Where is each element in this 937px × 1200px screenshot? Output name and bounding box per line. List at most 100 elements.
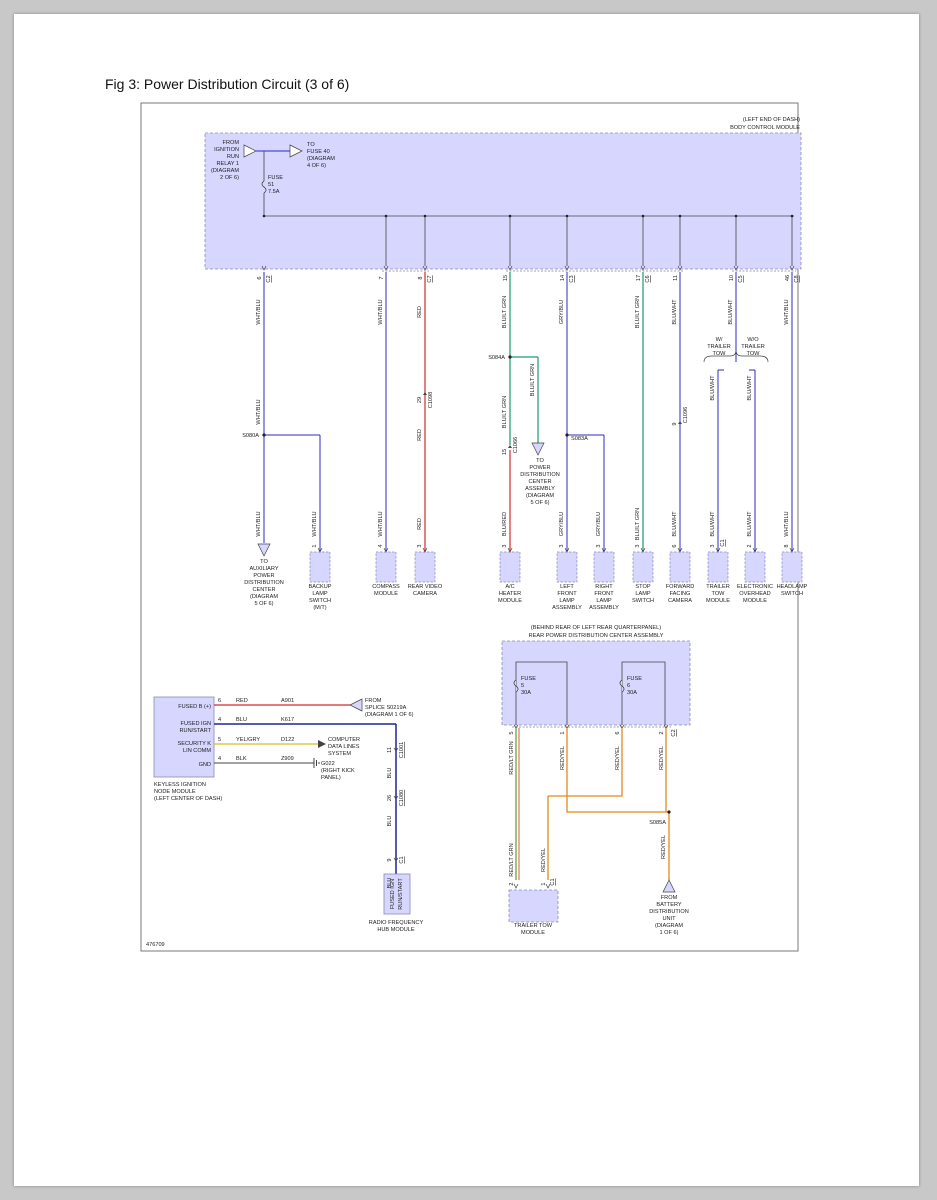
component-pin-connector [507, 547, 513, 553]
rf-hub-label: RADIO FREQUENCY HUB MODULE [369, 920, 424, 933]
rf-hub-connector-id: C1 [399, 856, 405, 863]
component-wire-color: WHT/BLU [312, 511, 318, 536]
splice-s083a [565, 433, 569, 437]
component-label: AUXILIARY [249, 566, 278, 572]
wire-fuse6-in [548, 728, 623, 797]
component-module-box [707, 551, 729, 583]
svg-text:UNIT: UNIT [662, 916, 676, 922]
component-label: LAMP [559, 598, 575, 604]
component-label: (M/T) [313, 605, 326, 611]
svg-text:15: 15 [502, 449, 508, 455]
component-wire-color: BLU/WHT [710, 511, 716, 537]
bcm-pin-wire-color: GRY/BLU [559, 300, 565, 324]
component-label: A/C [505, 584, 514, 590]
component-label: LAMP [635, 591, 651, 597]
kinm-wire-color: BLK [236, 756, 247, 762]
rpdc-pin-connector [513, 724, 519, 729]
component-pin-connector [640, 547, 646, 553]
svg-text:(RIGHT KICK: (RIGHT KICK [321, 768, 355, 774]
component-module-box [593, 551, 615, 583]
component-wire-color: BLU/WHT [672, 511, 678, 537]
component-module-box [414, 551, 436, 583]
svg-text:(DIAGRAM 1 OF 6): (DIAGRAM 1 OF 6) [365, 712, 414, 718]
bcm-pin-wire-color: WHT/BLU [378, 299, 384, 324]
svg-text:TRAILER: TRAILER [707, 344, 731, 350]
kinm-from-splice: FROM SPLICE S0219A (DIAGRAM 1 OF 6) [365, 698, 414, 718]
svg-text:MODULE: MODULE [521, 930, 545, 936]
svg-text:FUSE 40: FUSE 40 [307, 149, 330, 155]
component-pin-number: 4 [378, 544, 384, 547]
component-module-box [499, 551, 521, 583]
trailer-pin-number: 1 [541, 882, 547, 885]
kinm-pin-number: 6 [218, 698, 221, 704]
trailer-wire-color: RED/LT GRN [509, 843, 515, 876]
component-label: REAR VIDEO [408, 584, 443, 590]
component-label: MODULE [743, 598, 767, 604]
svg-text:W/O: W/O [747, 337, 759, 343]
svg-text:TRAILER: TRAILER [741, 344, 765, 350]
svg-text:LIN COMM: LIN COMM [183, 748, 211, 754]
component-pin-connector [601, 547, 607, 553]
svg-text:KEYLESS IGNITION: KEYLESS IGNITION [154, 782, 206, 788]
svg-text:PANEL): PANEL) [321, 775, 341, 781]
component-pin-connector [383, 547, 389, 553]
rpdc-name: REAR POWER DISTRIBUTION CENTER ASSEMBLY [529, 633, 664, 639]
svg-text:FUSED IGN: FUSED IGN [181, 721, 211, 727]
svg-text:C1066: C1066 [513, 437, 519, 453]
bcm-pin-number: 8 [418, 276, 424, 279]
fuse-5-label: FUSE 5 30A [521, 676, 536, 696]
rpdc-pin-connector [564, 724, 570, 729]
component-pin-number: 6 [672, 544, 678, 547]
svg-text:(LEFT CENTER OF DASH): (LEFT CENTER OF DASH) [154, 796, 222, 802]
svg-text:FUSED B (+): FUSED B (+) [178, 704, 211, 710]
rpdc-wire-color: RED/LT GRN [509, 741, 515, 774]
component-wire-color: WHT/BLU [784, 511, 790, 536]
from-splice-arrow-icon [349, 698, 363, 712]
bcm-pin-connector [383, 265, 389, 271]
bcm-pin-wire-color: BLU/WHT [672, 299, 678, 325]
component-pin-connector [317, 547, 323, 553]
svg-text:TO: TO [536, 458, 544, 464]
component-label: BACKUP [308, 584, 331, 590]
bcm-bus-node [641, 214, 645, 218]
svg-text:POWER: POWER [529, 465, 550, 471]
component-label: FRONT [557, 591, 577, 597]
svg-text:S083A: S083A [571, 436, 588, 442]
rf-hub-pin-number: 26 [387, 795, 393, 801]
svg-text:COMPUTER: COMPUTER [328, 737, 360, 743]
trailer-wire-color: RED/YEL [541, 848, 547, 872]
component-label: MODULE [706, 598, 730, 604]
component-label: FORWARD [666, 584, 695, 590]
component-connector-id: C1 [720, 539, 726, 546]
svg-text:BATTERY: BATTERY [656, 902, 682, 908]
svg-text:(DIAGRAM: (DIAGRAM [211, 168, 239, 174]
component-label: CENTER [253, 587, 276, 593]
svg-text:WHT/BLU: WHT/BLU [256, 399, 262, 424]
component-label: TO [260, 559, 268, 565]
svg-text:S080A: S080A [242, 433, 259, 439]
rpdc-pin-number: 6 [615, 731, 621, 734]
svg-text:C1096: C1096 [683, 407, 689, 423]
bcm-pin-connector [564, 265, 570, 271]
svg-text:6: 6 [627, 683, 630, 689]
component-label: LAMP [312, 591, 328, 597]
bcm-pin-number: 7 [379, 276, 385, 279]
svg-text:7.5A: 7.5A [268, 189, 280, 195]
fuse-6-label: FUSE 6 30A [627, 676, 642, 696]
rf-hub-pin-number: 9 [387, 858, 393, 861]
to-fuse-arrow-icon [289, 144, 303, 158]
bcm-pin-wire-color: WHT/BLU [784, 299, 790, 324]
fuse-6-icon [619, 679, 625, 693]
svg-text:G022: G022 [321, 761, 335, 767]
bcm-pin-connector [640, 265, 646, 271]
component-pin-connector [677, 547, 683, 553]
rf-hub-wire-color: BLU [387, 816, 393, 827]
component-label: LAMP [596, 598, 612, 604]
bcm-pin-connector-id: C7 [427, 275, 433, 282]
svg-text:DISTRIBUTION: DISTRIBUTION [649, 909, 688, 915]
component-label: HEADLAMP [777, 584, 808, 590]
svg-text:BLU/WHT: BLU/WHT [747, 375, 753, 401]
trailer-connector-id: C1 [550, 878, 556, 885]
